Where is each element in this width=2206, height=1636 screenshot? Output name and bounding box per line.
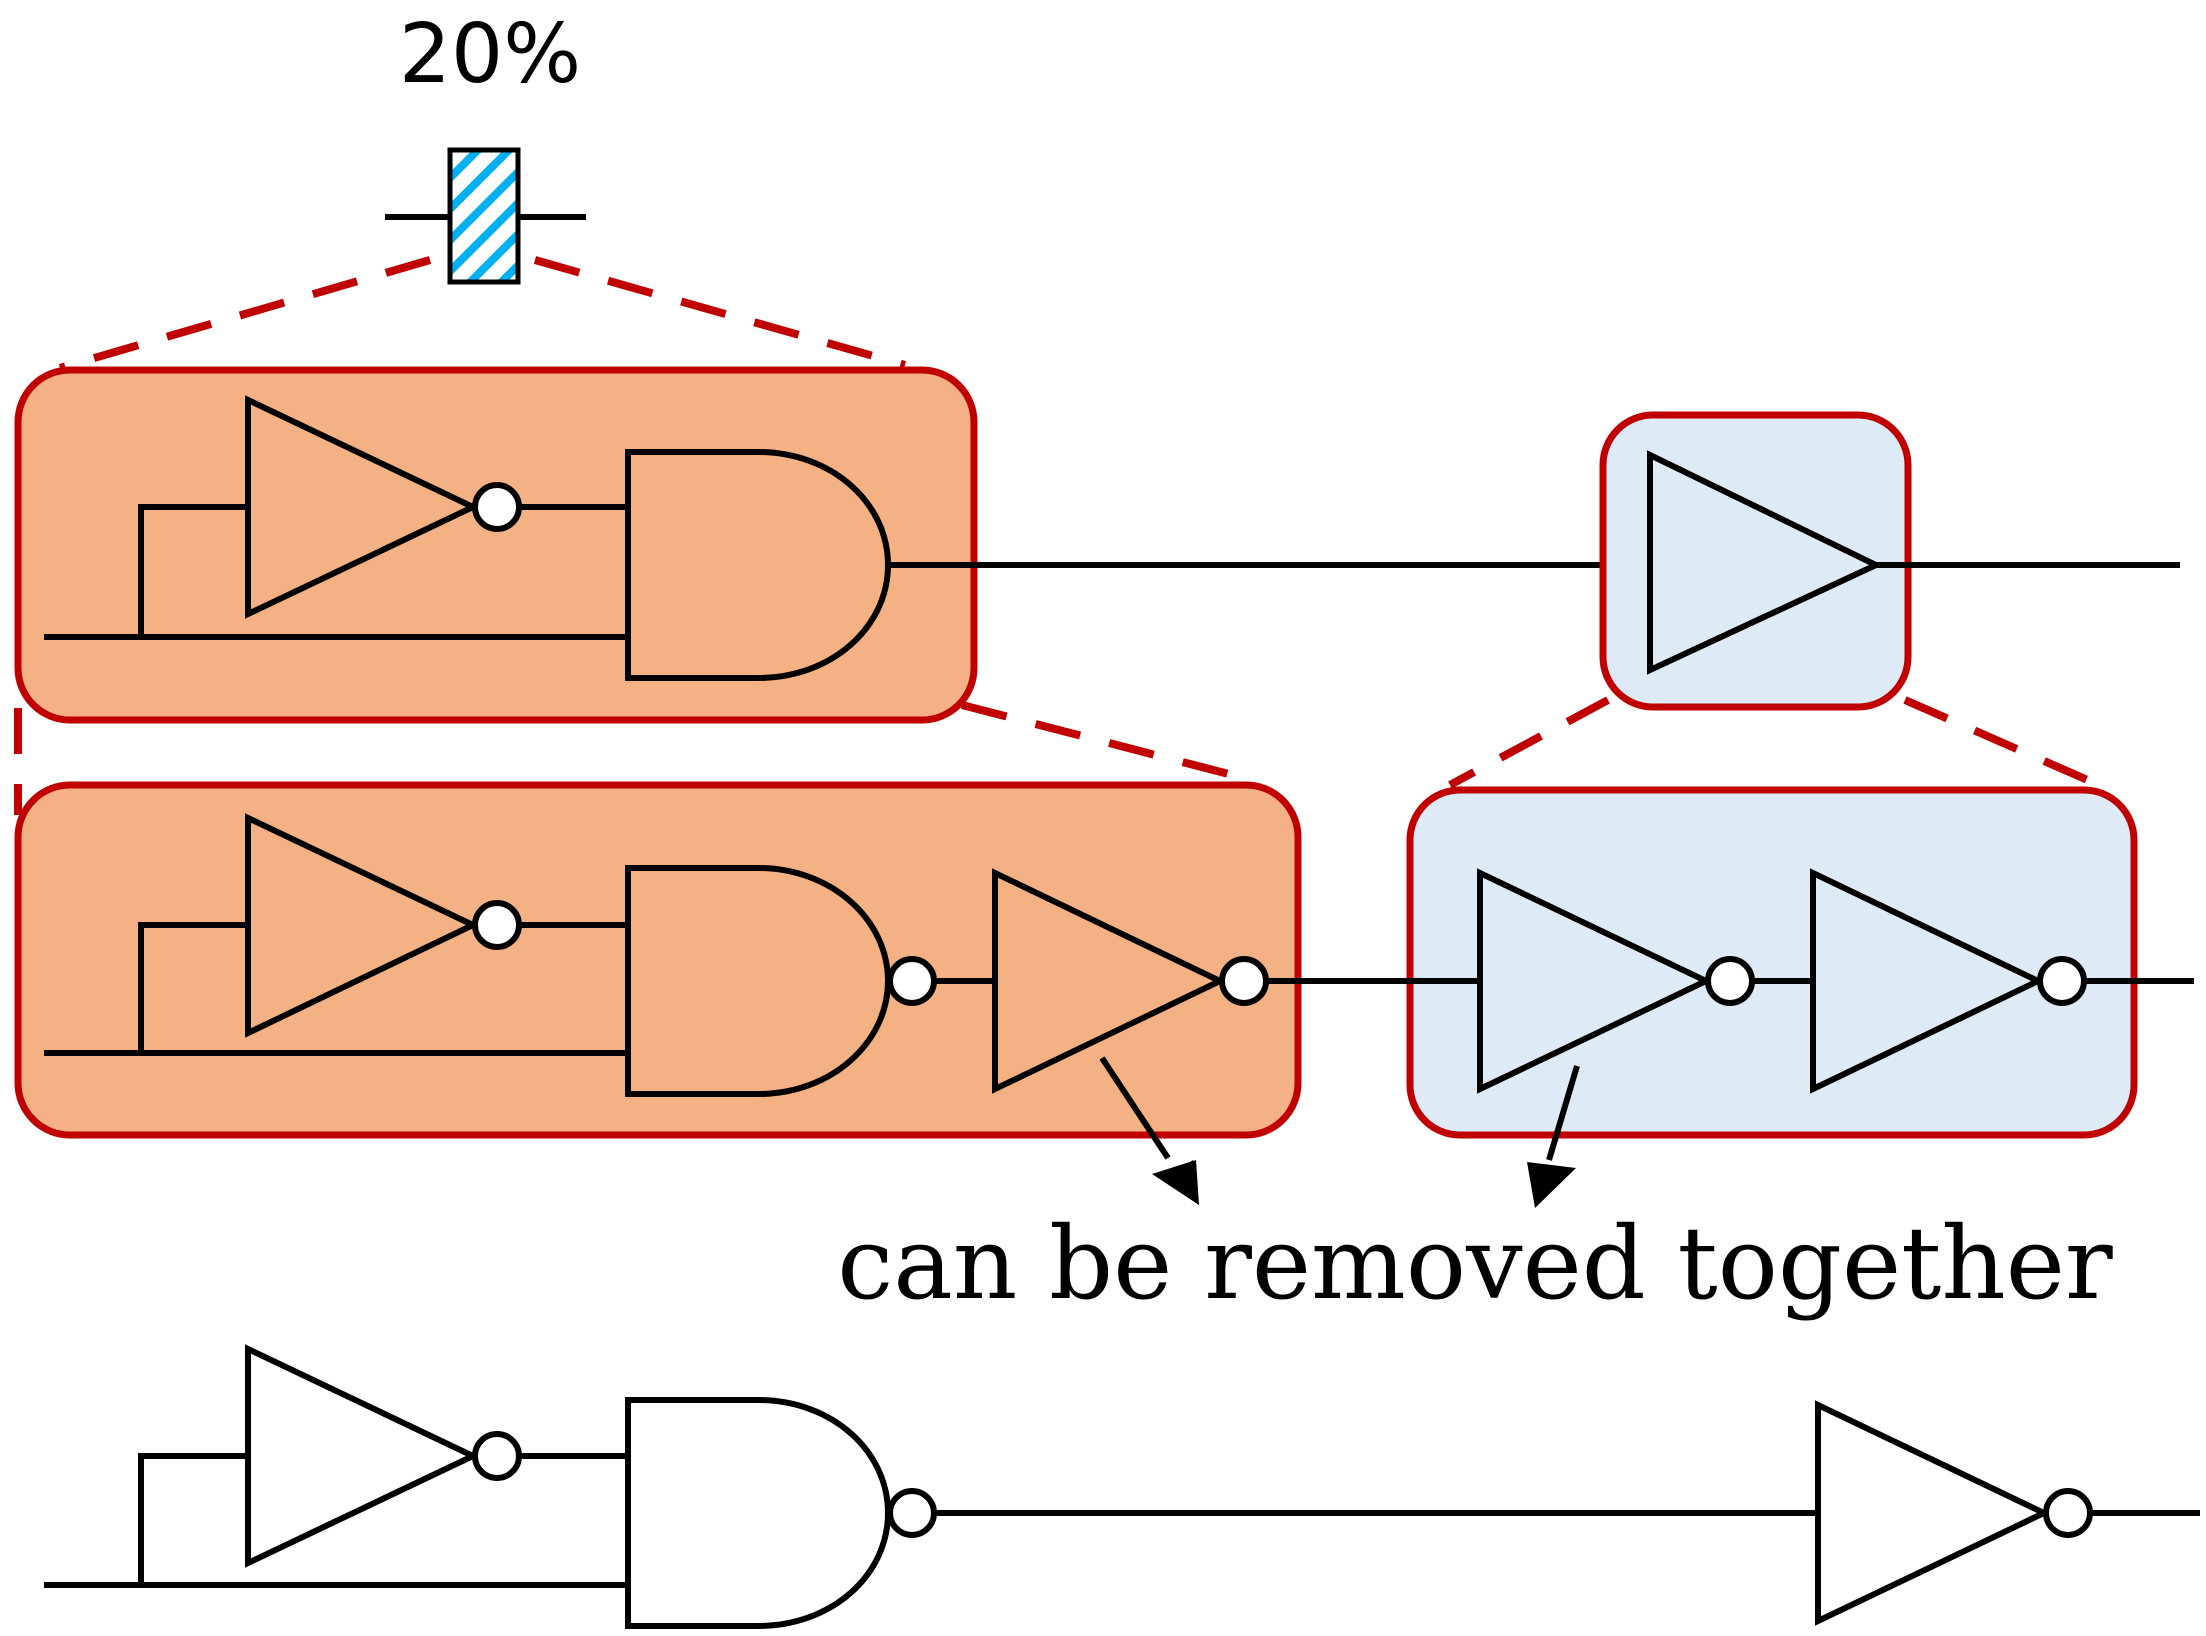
row1-circuit: [44, 395, 1650, 681]
annotation-arrows: [1099, 1056, 1580, 1208]
inverter-icon: [1477, 868, 1713, 1094]
arrow-head-icon: [1152, 1160, 1199, 1205]
inverter-icon: [245, 395, 480, 619]
group-box-orange-row1: [14, 366, 978, 724]
inverter-icon: [1810, 868, 2045, 1094]
inverter-icon: [992, 868, 1227, 1094]
row2-blue-inverters: [1266, 868, 2194, 1094]
group-box-blue-row2: [1406, 786, 2138, 1139]
group-box-orange-row2: [14, 781, 1302, 1139]
hatched-resistor-icon: [385, 147, 586, 285]
group-box-blue-buffer: [1599, 411, 1912, 711]
and-gate-icon: [625, 449, 892, 681]
percentage-label: 20%: [399, 7, 581, 102]
row1-buffer: [1647, 450, 2180, 675]
annotation-label: can be removed together: [837, 1205, 2113, 1322]
inverter-icon: [245, 813, 480, 1038]
nand-gate-icon: [625, 1397, 892, 1629]
row3-result-circuit: [44, 1344, 2200, 1629]
buffer-icon: [1647, 450, 1883, 675]
arrow-head-icon: [1527, 1162, 1576, 1208]
dashed-guide-lines: [14, 256, 2094, 815]
inverter-icon: [1815, 1400, 2051, 1626]
inverter-icon: [245, 1344, 480, 1568]
